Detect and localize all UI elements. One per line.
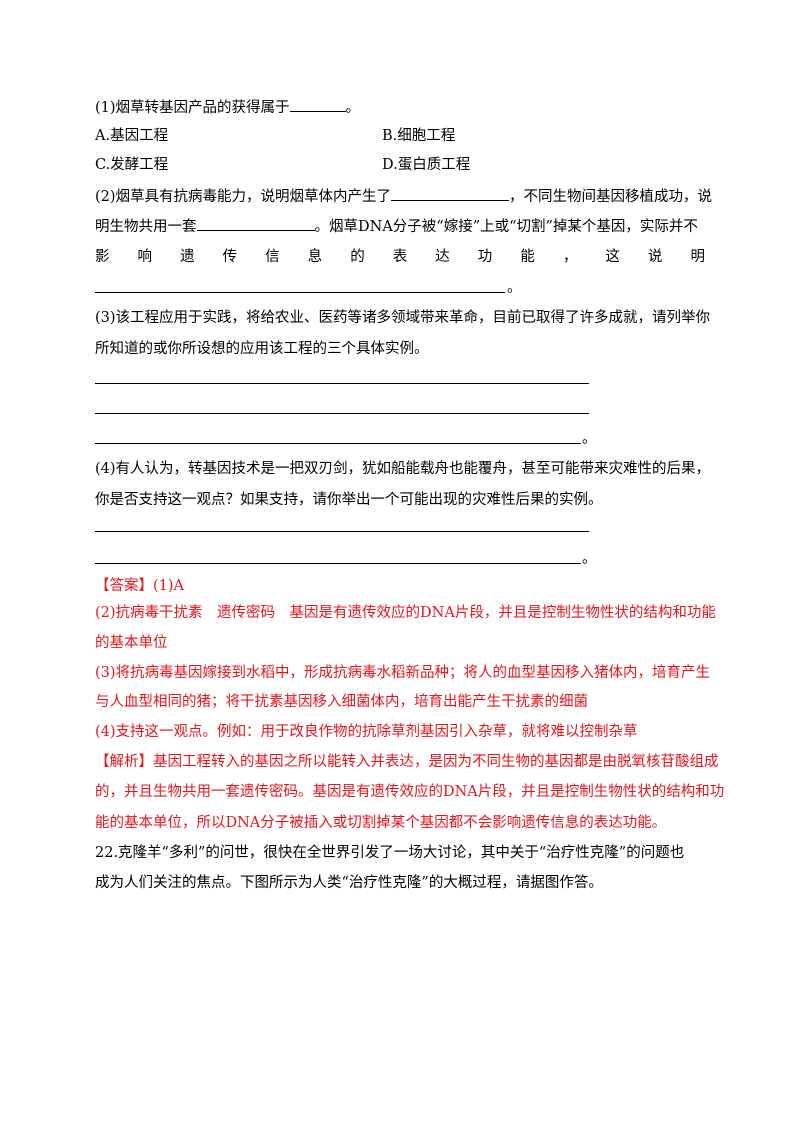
q2-line3-char: 明 — [690, 249, 705, 265]
q2-line3-char: 遗 — [180, 249, 195, 265]
analysis-line-2: 的，并且生物共用一套遗传密码。基因是有遗传效应的DNA片段，并且是控制生物性状的… — [95, 784, 725, 800]
q2-line3-char: 传 — [222, 249, 238, 265]
analysis-text-1: 基因工程转入的基因之所以能转入并表达，是因为不同生物的基因都是由脱氧核苷酸组成 — [153, 754, 719, 770]
q1-stem-text: (1)烟草转基因产品的获得属于 — [95, 100, 290, 116]
q1-option-a: A.基因工程 — [95, 128, 169, 144]
q2-line3-char: 说 — [647, 249, 663, 265]
q1-stem: (1)烟草转基因产品的获得属于 。 — [95, 97, 360, 118]
q3-answer-line-3[interactable] — [95, 443, 581, 444]
q4-line1: (4)有人认为，转基因技术是一把双刃剑，犹如船能载舟也能覆舟，甚至可能带来灾难性… — [95, 461, 711, 477]
answer-3-line2: 与人血型相同的猪；将干扰素基因移入细菌体内，培育出能产生干扰素的细菌 — [95, 694, 588, 710]
q4-answer-line-2[interactable] — [95, 563, 581, 564]
q2-line1-text-b: ，不同生物间基因移植成功，说 — [509, 189, 713, 205]
answer-2-line2: 的基本单位 — [95, 635, 168, 651]
answer-tag: 【答案】 — [95, 578, 153, 594]
answer-2-line1: (2)抗病毒干扰素 遗传密码 基因是有遗传效应的DNA片段，并且是控制生物性状的… — [95, 605, 716, 621]
analysis-line-3: 能的基本单位，所以DNA分子被插入或切割掉某个基因都不会影响遗传信息的表达功能。 — [95, 815, 667, 831]
q2-answer-line[interactable] — [95, 292, 505, 293]
q2-end: 。 — [507, 280, 522, 296]
q2-line1-text-a: (2)烟草具有抗病毒能力，说明烟草体内产生了 — [95, 189, 392, 205]
analysis-line-1: 【解析】基因工程转入的基因之所以能转入并表达，是因为不同生物的基因都是由脱氧核苷… — [95, 752, 719, 772]
q3-line2: 所知道的或你所设想的应用该工程的三个具体实例。 — [95, 341, 429, 357]
q2-line1: (2)烟草具有抗病毒能力，说明烟草体内产生了 ，不同生物间基因移植成功，说 — [95, 186, 712, 207]
q2-line2: 明生物共用一套 。烟草DNA分子被“嫁接”上或“切割”掉某个基因，实际并不 — [95, 216, 698, 237]
q2-line3-char: 信 — [265, 249, 280, 265]
analysis-tag: 【解析】 — [95, 754, 153, 770]
q2-line3-char: 达 — [435, 249, 450, 265]
q2-blank-1[interactable] — [391, 186, 510, 201]
q2-line3-char: 息 — [307, 249, 323, 265]
q2-line2-text-b: 。烟草DNA分子被“嫁接”上或“切割”掉某个基因，实际并不 — [314, 219, 698, 235]
q2-line3-char: 的 — [350, 249, 365, 265]
answer-4: (4)支持这一观点。例如：用于改良作物的抗除草剂基因引入杂草，就将难以控制杂草 — [95, 724, 638, 740]
q1-option-d: D.蛋白质工程 — [382, 157, 471, 173]
q1-blank[interactable] — [289, 97, 346, 112]
q2-blank-2[interactable] — [196, 216, 315, 231]
q2-line3-char: 表 — [392, 249, 408, 265]
q2-line3-char: 影 — [95, 249, 110, 265]
q22-line2: 成为人们关注的焦点。下图所示为人类“治疗性克隆”的大概过程，请据图作答。 — [95, 875, 603, 891]
q1-option-b: B.细胞工程 — [382, 128, 456, 144]
q1-end: 。 — [345, 100, 361, 116]
q22-line1: 22.克隆羊“多利”的问世，很快在全世界引发了一场大讨论，其中关于“治疗性克隆”… — [95, 845, 685, 861]
q4-line2: 你是否支持这一观点？如果支持，请你举出一个可能出现的灾难性后果的实例。 — [95, 492, 603, 508]
q3-line1: (3)该工程应用于实践，将给农业、医药等诸多领域带来革命，目前已取得了许多成就，… — [95, 310, 711, 326]
answer-1: (1)A — [153, 578, 185, 594]
q2-line3-char: 功 — [477, 249, 493, 265]
answer-line-1: 【答案】(1)A — [95, 576, 184, 596]
q4-answer-line-1[interactable] — [95, 531, 589, 532]
q1-option-c: C.发酵工程 — [95, 157, 169, 173]
q2-line3: 影 响 遗 传 信 息 的 表 达 功 能 ， 这 说 明 — [95, 247, 705, 267]
answer-3-line1: (3)将抗病毒基因嫁接到水稻中，形成抗病毒水稻新品种；将人的血型基因移入猪体内，… — [95, 665, 711, 681]
q3-answer-line-1[interactable] — [95, 383, 589, 384]
q3-end: 。 — [582, 431, 597, 447]
q2-line3-char: 响 — [137, 249, 153, 265]
q2-line3-char: ， — [562, 249, 578, 265]
q2-line2-text-a: 明生物共用一套 — [95, 219, 197, 235]
q2-line3-char: 这 — [605, 249, 620, 265]
q4-end: 。 — [582, 551, 597, 567]
q2-line3-char: 能 — [520, 249, 535, 265]
q3-answer-line-2[interactable] — [95, 413, 589, 414]
